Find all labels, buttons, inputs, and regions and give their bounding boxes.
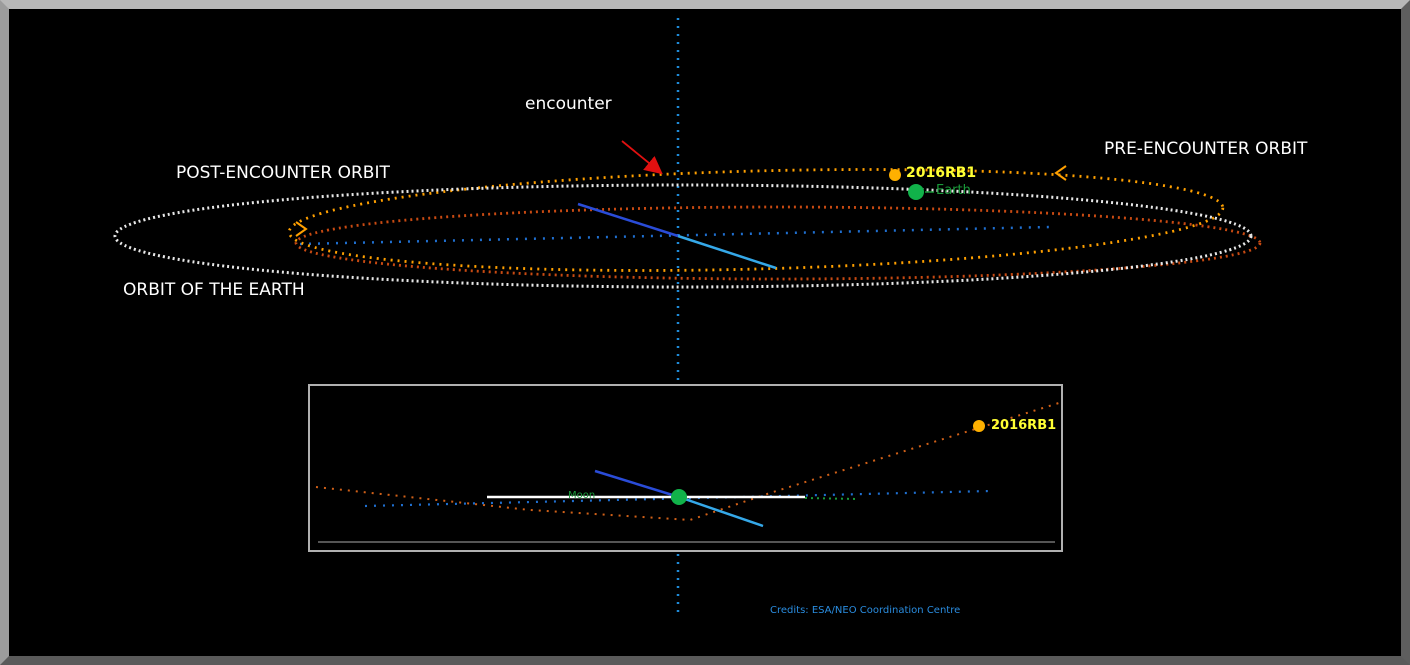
credits-text: Credits: ESA/NEO Coordination Centre [770, 605, 961, 616]
inset-post-encounter-orbit [315, 401, 1063, 522]
encounter-label: encounter [525, 94, 612, 114]
pre-encounter-orbit [287, 168, 1225, 272]
asteroid-marker [889, 169, 901, 181]
trajectory-line-dark [577, 202, 679, 238]
inset-trajectory-light [678, 495, 764, 528]
encounter-arrow [621, 140, 663, 175]
earth-marker [908, 184, 924, 200]
earth-label: Earth [936, 183, 971, 198]
moon-label: Moon [568, 490, 596, 501]
post-encounter-orbit [294, 205, 1262, 281]
earth-orbit-label: ORBIT OF THE EARTH [123, 280, 305, 300]
post-encounter-direction-icon [295, 221, 308, 237]
inset-asteroid-marker [973, 420, 985, 432]
inset-asteroid-label: 2016RB1 [991, 418, 1057, 433]
inset-earth-marker [671, 489, 687, 505]
trajectory-line-light [677, 234, 777, 270]
inset-panel [308, 384, 1063, 552]
earth-orbit [113, 183, 1253, 289]
pre-encounter-orbit-label: PRE-ENCOUNTER ORBIT [1104, 139, 1308, 159]
inset-trajectory-dark [594, 469, 680, 499]
asteroid-label: 2016RB1 [906, 165, 977, 181]
pre-encounter-direction-icon [1054, 165, 1067, 181]
post-encounter-orbit-label: POST-ENCOUNTER ORBIT [176, 163, 390, 183]
